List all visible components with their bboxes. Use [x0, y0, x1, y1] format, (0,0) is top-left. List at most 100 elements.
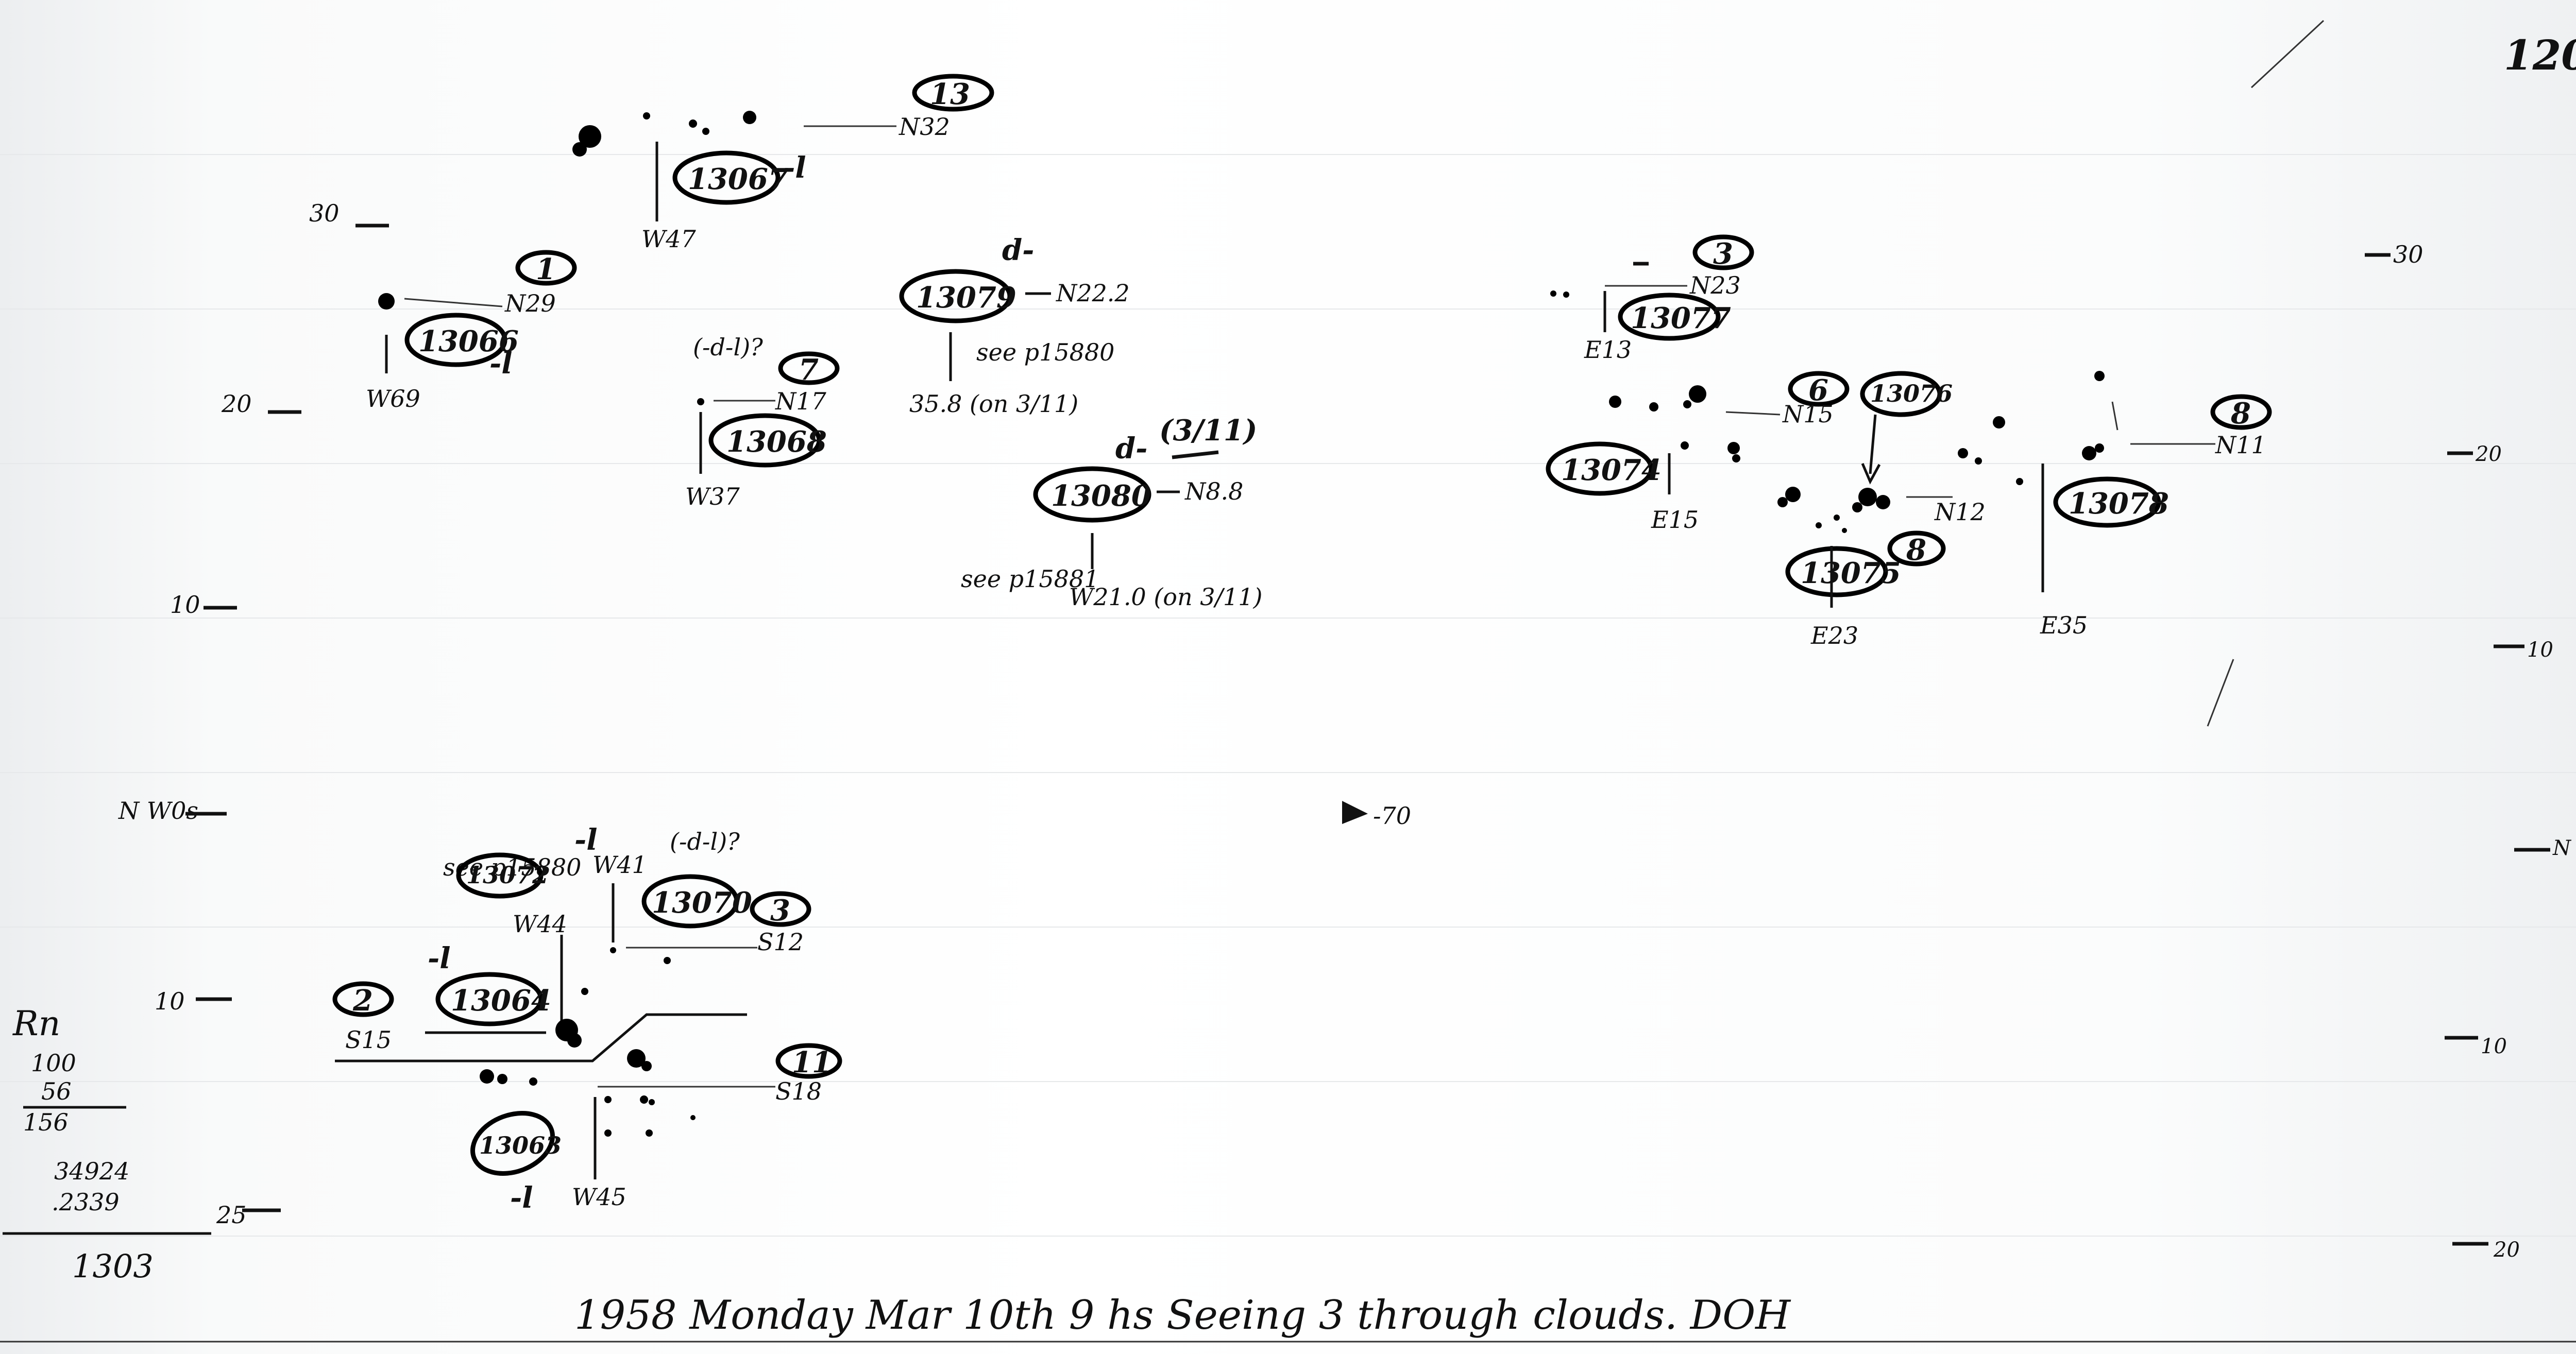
plate-number: 12066 [2504, 31, 2576, 79]
sunspot [689, 119, 697, 128]
region-note: (-d-l)? [670, 828, 740, 855]
coord-north: N23 [1689, 271, 1741, 299]
coord-west: W37 [685, 483, 740, 510]
sequence-number: 1 [536, 252, 556, 286]
region-number: 13080 [1051, 479, 1151, 513]
coord-south: S18 [775, 1077, 822, 1105]
region-number: 13070 [652, 886, 752, 920]
reference-mark: -70 [1342, 801, 1411, 830]
coord-east: E35 [2040, 611, 2088, 639]
see-reference: see p15880 [976, 338, 1114, 366]
sunspot [1834, 515, 1840, 521]
coord-north: N29 [504, 289, 556, 317]
sunspot [497, 1074, 507, 1084]
region-13064: -l W44 2 S15 13064 [332, 910, 747, 1062]
sunspot [1858, 488, 1877, 506]
region-ring [641, 874, 739, 929]
coord-north: N15 [1782, 400, 1834, 428]
coord-south: S15 [345, 1026, 392, 1054]
arithmetic-sum: 156 [23, 1108, 69, 1136]
sunspot [1852, 502, 1862, 512]
sunspot [1993, 416, 2005, 429]
right-tick-label: 10 [2527, 638, 2553, 662]
coord-west: W45 [572, 1183, 626, 1211]
arithmetic-notes: Rn 100 56 156 34924 .2339 1303 [3, 1004, 211, 1285]
arithmetic-heading: Rn [12, 1004, 60, 1043]
sequence-ring [1887, 530, 1946, 567]
region-prefix: d- [1002, 233, 1034, 267]
left-tick-label: 20 [221, 390, 252, 418]
region-13068: (-d-l)? 7 N17 13068 W37 [685, 333, 840, 510]
sunspot [646, 1129, 653, 1137]
region-prefix: -l [428, 941, 451, 975]
sunspot [480, 1069, 494, 1084]
sunspot [1732, 454, 1740, 462]
right-tick-label: 20 [2475, 442, 2502, 466]
sunspot [567, 1033, 582, 1048]
sequence-ring [1788, 371, 1850, 407]
region-ring [1033, 466, 1151, 523]
region-ring [899, 269, 1012, 323]
region-ring [1618, 293, 1721, 341]
coord-west: 35.8 (on 3/11) [909, 390, 1078, 418]
right-tick-label: N W0s [2552, 836, 2576, 860]
sunspot [1550, 290, 1556, 297]
sunspot [1785, 487, 1801, 502]
sunspot [1876, 495, 1890, 509]
region-number: 13068 [726, 425, 827, 459]
region-13080: d- (3/11) 13080 N8.8 see p15881 W21.0 (o… [961, 414, 1262, 611]
region-number: 13076 [1870, 380, 1953, 407]
region-ring [2053, 476, 2161, 528]
region-13079: d- 13079 N22.2 see p15880 35.8 (on 3/11) [899, 233, 1130, 418]
region-13077: 3 N23 13077 E13 [1550, 234, 1754, 364]
region-number: 13072 [466, 861, 549, 889]
sunspot [2082, 446, 2096, 460]
coord-west: W21.0 (on 3/11) [1069, 583, 1262, 611]
sunspot [1683, 400, 1691, 408]
sequence-ring [332, 981, 394, 1017]
sunspot [664, 957, 671, 964]
sequence-ring [515, 250, 577, 286]
sequence-ring [1692, 234, 1754, 270]
left-tick-label: 25 [216, 1201, 247, 1229]
left-scale: 30 20 10 N W0s 10 25 [118, 199, 389, 1229]
sequence-number: 13 [930, 77, 970, 111]
sunspot [649, 1099, 655, 1105]
sequence-number: 3 [770, 894, 790, 928]
region-ring [1785, 546, 1888, 597]
stray-marks [0, 20, 2576, 1343]
region-13063: 11 S18 13063 -l W45 [470, 1043, 842, 1215]
region-ring [1860, 371, 1942, 417]
sequence-ring [912, 74, 994, 112]
sunspot [2095, 443, 2104, 453]
coord-north: N11 [2215, 431, 2266, 459]
region-ring [708, 413, 822, 468]
sunspot [2016, 478, 2023, 485]
coord-north: N32 [899, 113, 950, 141]
region-suffix: -l [510, 1181, 533, 1215]
sunspot [1689, 385, 1706, 403]
see-reference: see p15881 [961, 565, 1099, 593]
left-tick-label: N W0s [118, 797, 198, 825]
region-number: 13067 [688, 162, 788, 196]
sunspot [1727, 442, 1740, 454]
sunspot [2094, 371, 2105, 381]
sunspot [1842, 528, 1847, 533]
coord-east: E15 [1651, 506, 1699, 534]
sunspot [378, 293, 395, 310]
sunspot [690, 1115, 696, 1120]
arithmetic-line: 100 [31, 1049, 76, 1077]
paper-rules [0, 154, 2576, 1237]
sunspot [604, 1096, 612, 1103]
sunspot [610, 947, 616, 953]
left-tick-label: 30 [309, 199, 340, 227]
reference-label: -70 [1373, 802, 1411, 830]
arithmetic-line: 56 [41, 1077, 72, 1105]
sunspot [1975, 457, 1982, 465]
sunspot [579, 125, 601, 148]
region-13075: 13075 8 E23 [1785, 530, 1946, 649]
sunspot [697, 398, 704, 405]
region-ring [672, 150, 781, 205]
